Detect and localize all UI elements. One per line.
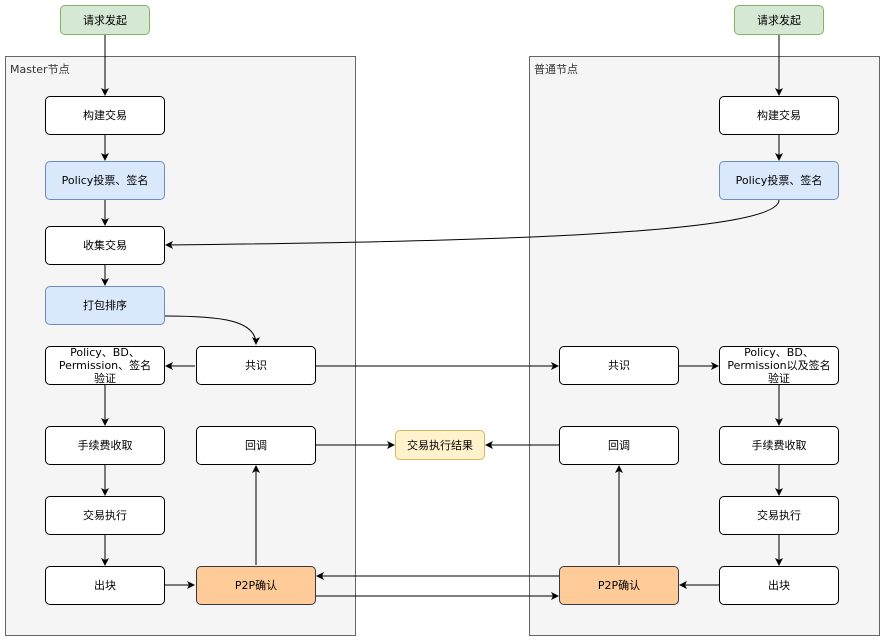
normal-policy-sign-node: Policy投票、签名 bbox=[719, 161, 839, 200]
normal-build-tx-node: 构建交易 bbox=[719, 96, 839, 135]
master-build-tx-node: 构建交易 bbox=[45, 96, 165, 135]
normal-request-node: 请求发起 bbox=[734, 5, 824, 35]
master-node-title: Master节点 bbox=[10, 63, 70, 76]
normal-execute-node: 交易执行 bbox=[719, 496, 839, 535]
edge-normal-policy-to-master-collect bbox=[165, 199, 780, 249]
normal-callback-node: 回调 bbox=[559, 426, 679, 465]
normal-p2p-confirm-node: P2P确认 bbox=[559, 566, 679, 605]
normal-node-title: 普通节点 bbox=[534, 63, 578, 76]
normal-consensus-node: 共识 bbox=[559, 346, 679, 385]
master-collect-tx-node: 收集交易 bbox=[45, 226, 165, 265]
normal-block-node: 出块 bbox=[719, 566, 839, 605]
master-execute-node: 交易执行 bbox=[45, 496, 165, 535]
master-block-node: 出块 bbox=[45, 566, 165, 605]
master-package-sort-node: 打包排序 bbox=[45, 286, 165, 325]
master-policy-sign-node: Policy投票、签名 bbox=[45, 161, 165, 200]
normal-fee-node: 手续费收取 bbox=[719, 426, 839, 465]
tx-result-node: 交易执行结果 bbox=[395, 430, 485, 460]
master-fee-node: 手续费收取 bbox=[45, 426, 165, 465]
normal-verify-node: Policy、BD、 Permission以及签名 验证 bbox=[719, 346, 839, 385]
edge-master-package-consensus bbox=[164, 315, 260, 345]
master-consensus-node: 共识 bbox=[196, 346, 316, 385]
master-verify-node: Policy、BD、 Permission、签名 验证 bbox=[45, 346, 165, 385]
master-request-node: 请求发起 bbox=[60, 5, 150, 35]
master-callback-node: 回调 bbox=[196, 426, 316, 465]
master-p2p-confirm-node: P2P确认 bbox=[196, 566, 316, 605]
